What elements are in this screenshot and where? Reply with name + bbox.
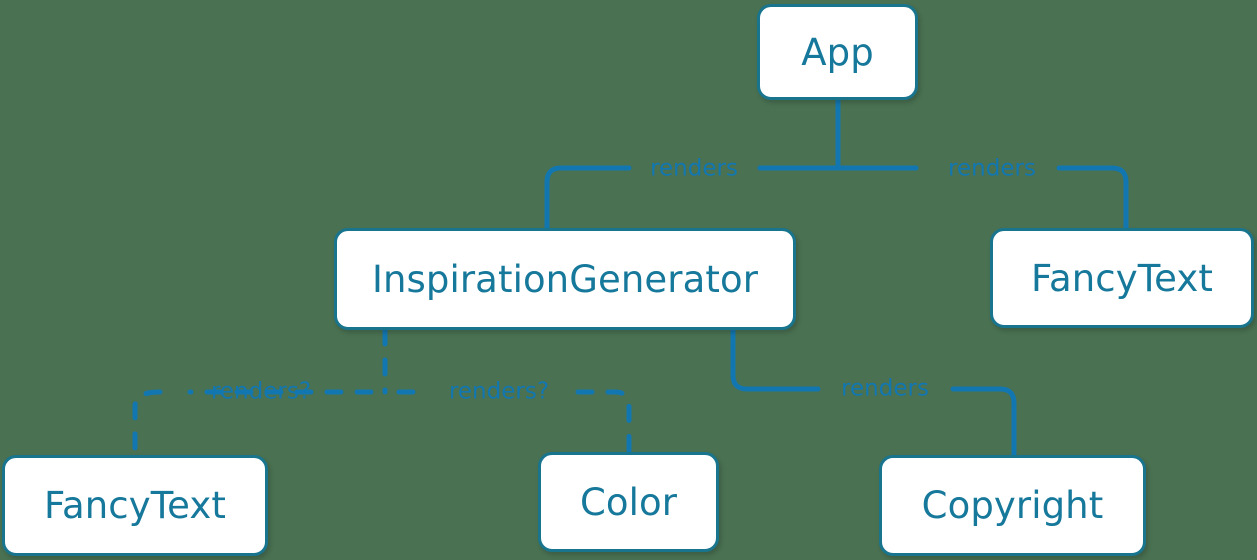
node-fancytext-right[interactable]: FancyText	[990, 228, 1254, 328]
edge-ig-copyright-tail	[950, 386, 1017, 458]
edge-ig-copyright-head	[730, 327, 821, 392]
edge-label-app-inspiration: renders	[650, 155, 738, 182]
edge-label-ig-copyright: renders	[841, 375, 929, 402]
edge-label-ig-color: renders?	[448, 378, 550, 405]
node-inspiration-generator-label: InspirationGenerator	[371, 257, 759, 301]
edge-ig-fancytext-left-tail	[132, 389, 163, 458]
node-app-label: App	[801, 30, 874, 74]
edge-ig-color-tail	[575, 389, 632, 455]
edge-label-ig-fancytext: renders?	[210, 378, 312, 405]
node-copyright[interactable]: Copyright	[879, 455, 1146, 556]
node-fancytext-left-label: FancyText	[44, 484, 226, 527]
edge-label-app-fancytext: renders	[948, 155, 1036, 182]
node-fancytext-left[interactable]: FancyText	[2, 455, 268, 556]
node-inspiration-generator[interactable]: InspirationGenerator	[334, 228, 796, 330]
node-app[interactable]: App	[757, 4, 918, 100]
edge-app-fancytext-tail	[1056, 165, 1129, 231]
node-fancytext-right-label: FancyText	[1031, 256, 1213, 300]
node-color-label: Color	[579, 480, 678, 524]
node-copyright-label: Copyright	[921, 484, 1104, 527]
edge-app-inspiration-left-run	[544, 165, 632, 231]
node-color[interactable]: Color	[538, 452, 719, 552]
